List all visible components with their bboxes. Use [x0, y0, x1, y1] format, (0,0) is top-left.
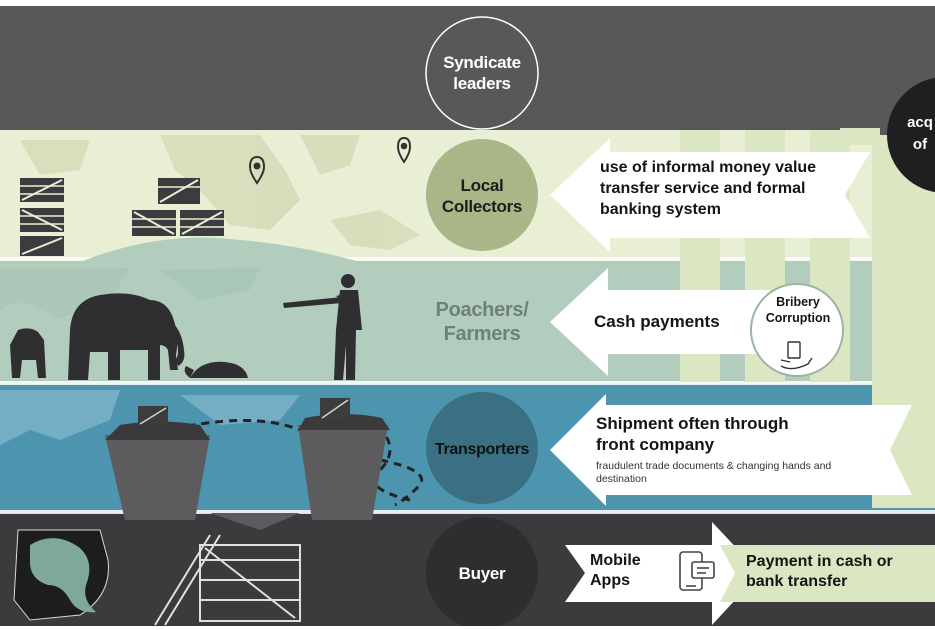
circle-transporters	[426, 392, 538, 504]
tier-label-collectors: Local Collectors	[441, 176, 523, 216]
acquisition-partial-text: acq of	[907, 114, 933, 153]
bribery-badge	[750, 283, 844, 377]
circle-collectors	[426, 139, 538, 251]
buyer-payment-text: Payment in cash or bank transfer	[746, 553, 893, 590]
transporters-arrow-title: Shipment often through front company	[596, 414, 789, 454]
transporters-arrow	[550, 394, 912, 506]
circle-poachers	[426, 266, 538, 378]
band-top-margin	[0, 0, 935, 6]
hand-money-icon	[780, 341, 813, 370]
tier-label-syndicate: Syndicate leaders	[443, 53, 521, 93]
acquisition-circle	[887, 77, 935, 193]
bribery-badge-text: Bribery Corruption	[765, 295, 831, 325]
hunter-icon	[283, 274, 362, 380]
crate-icon	[20, 178, 224, 256]
mobile-phone-icon	[679, 551, 715, 591]
location-pin-icon	[396, 136, 412, 164]
pangolin-icon	[184, 361, 248, 378]
tiger-icon	[10, 328, 46, 378]
tier-label-poachers: Poachers/ Farmers	[435, 299, 529, 345]
transporters-arrow-note: fraudulent trade documents & changing ha…	[596, 460, 832, 485]
map-silhouette-green	[20, 135, 420, 250]
circle-buyer	[426, 517, 538, 629]
location-pin-icon	[248, 155, 266, 185]
buyer-payment-box	[720, 545, 935, 602]
elephant-icon	[68, 293, 185, 380]
collectors-arrow	[550, 138, 870, 252]
elephant-head-icon	[13, 529, 109, 621]
ship-icon	[298, 398, 390, 520]
tier-label-transporters: Transporters	[434, 440, 530, 458]
crate-icon	[154, 534, 301, 626]
map-silhouette-teal	[0, 268, 260, 318]
hill	[80, 237, 360, 262]
buyer-arrow	[565, 522, 760, 625]
map-silhouette-blue	[0, 390, 300, 445]
collectors-arrow-text: use of informal money value transfer ser…	[600, 159, 817, 218]
buyer-arrow-text: Mobile Apps	[590, 552, 641, 589]
ship-icon	[105, 406, 210, 520]
circle-syndicate	[425, 16, 539, 130]
poachers-arrow-text: Cash payments	[594, 312, 720, 331]
tier-label-buyer: Buyer	[458, 563, 506, 583]
poachers-arrow	[550, 268, 770, 376]
